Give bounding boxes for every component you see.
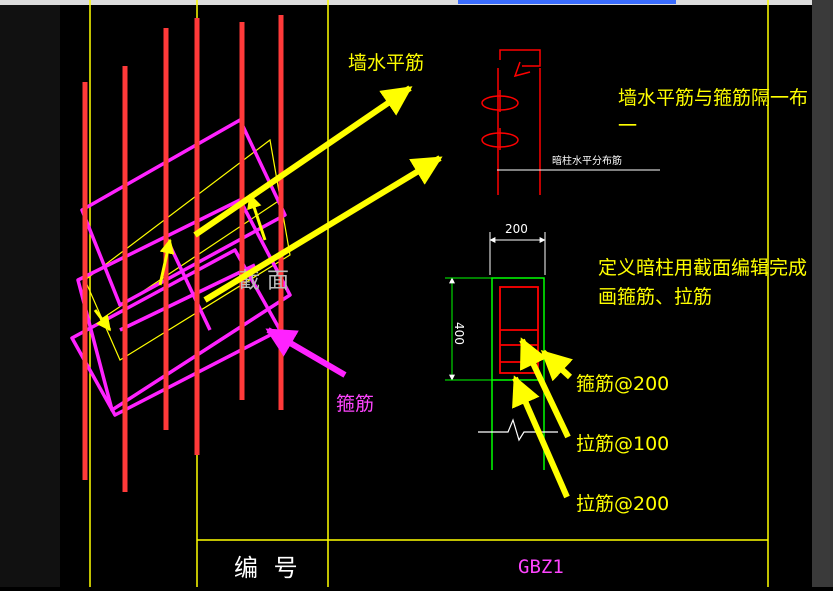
annotation-arrows	[193, 85, 443, 378]
wall-horizontal-bar-label: 墙水平筋	[348, 52, 425, 74]
stirrup-spacing-label: 箍筋@200	[576, 373, 670, 395]
top-edge-band	[0, 0, 833, 5]
table-number-value: GBZ1	[518, 556, 564, 578]
section-pointer-arrows	[512, 337, 574, 499]
width-dimension: 200	[505, 222, 528, 236]
wall-outline	[84, 138, 291, 361]
define-hidden-column-label: 定义暗柱用截面编辑完成画箍筋、拉筋	[598, 257, 808, 308]
table-number-label: 编 号	[234, 554, 302, 582]
tie-100-label: 拉筋@100	[576, 433, 670, 455]
rebar-isometric: 截 面	[70, 15, 292, 492]
detail-caption: 暗柱水平分布筋	[552, 154, 622, 167]
tie-200-label: 拉筋@200	[576, 493, 670, 515]
vertical-rebars	[82, 15, 284, 492]
wall-bar-stirrup-alternate-label: 墙水平筋与箍筋隔一布一	[618, 87, 809, 137]
hook-detail	[481, 49, 541, 195]
left-margin-strip	[0, 0, 60, 587]
section-detail: 200 400	[445, 222, 558, 470]
stirrup-pointer-arrow	[265, 327, 347, 378]
right-grey-margin	[812, 0, 833, 587]
height-dimension: 400	[452, 322, 466, 345]
stirrup-label: 箍筋	[336, 393, 375, 415]
stirrup-yellow-arrows	[93, 193, 267, 332]
wall-bar-arrow-lower	[203, 155, 443, 303]
wall-bar-arrow-upper	[193, 85, 413, 238]
top-blue-bar	[458, 0, 676, 4]
